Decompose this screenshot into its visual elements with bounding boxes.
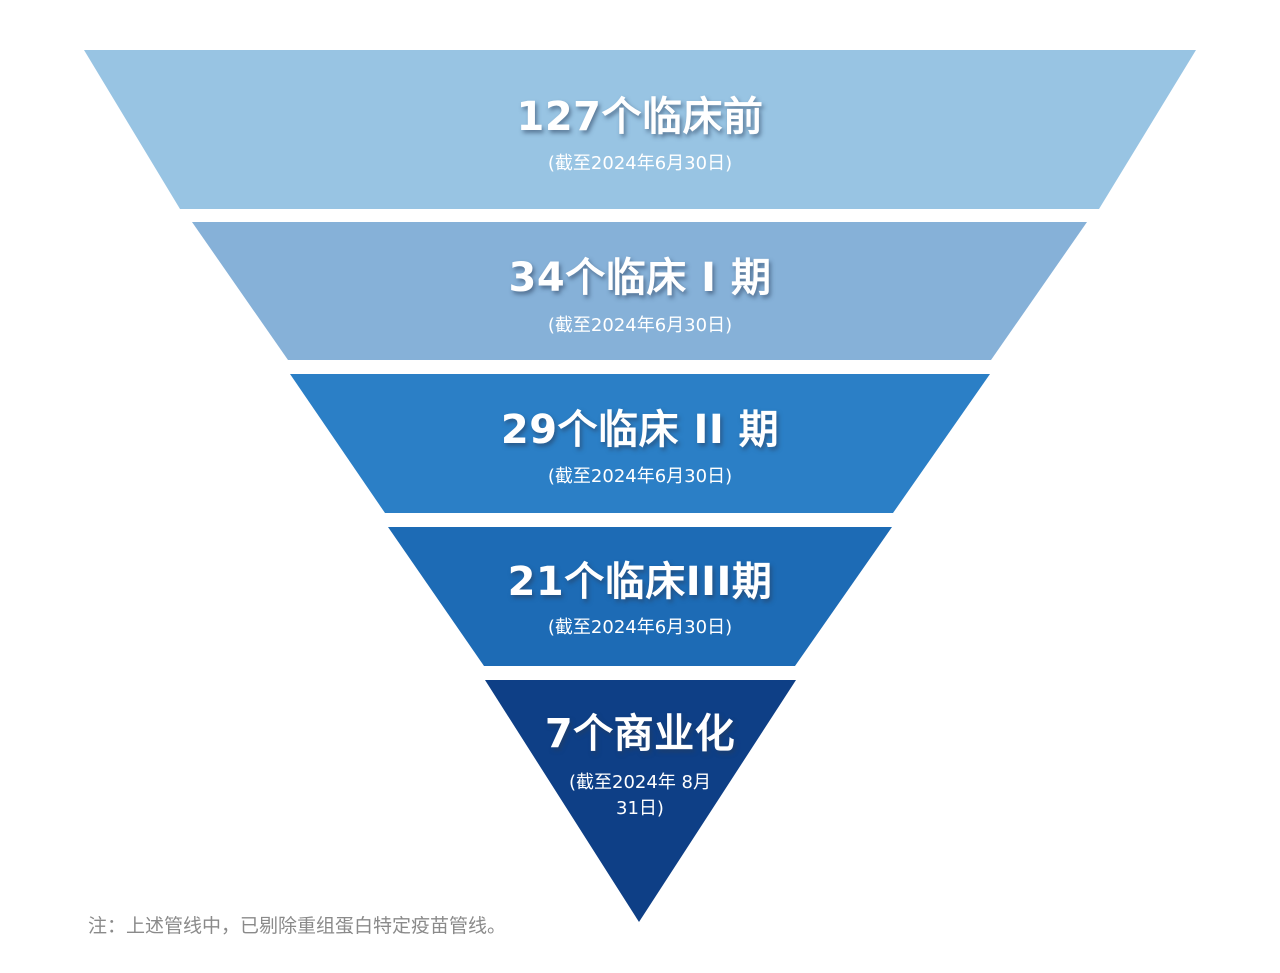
- stage-note-phase1: (截至2024年6月30日): [547, 315, 733, 336]
- funnel-band-commercial: [485, 680, 796, 922]
- funnel-band-phase1: [192, 222, 1087, 360]
- funnel-band-phase2: [290, 374, 990, 513]
- stage-note-phase3: (截至2024年6月30日): [547, 617, 733, 638]
- funnel-band-preclinical: [84, 50, 1196, 209]
- stage-title-commercial: 7个商业化: [544, 711, 736, 757]
- stage-note-phase2: (截至2024年6月30日): [547, 466, 733, 487]
- stage-title-phase2: 29个临床 II 期: [500, 407, 780, 453]
- footnote: 注：上述管线中，已剔除重组蛋白特定疫苗管线。: [88, 915, 507, 937]
- stage-note-preclinical: (截至2024年6月30日): [547, 153, 733, 174]
- stage-note-commercial: (截至2024年 8月31日): [568, 772, 711, 819]
- stage-title-preclinical: 127个临床前: [516, 94, 764, 140]
- stage-title-phase1: 34个临床 I 期: [508, 255, 772, 301]
- funnel-band-phase3: [388, 527, 892, 666]
- stage-title-phase3: 21个临床III期: [507, 559, 773, 605]
